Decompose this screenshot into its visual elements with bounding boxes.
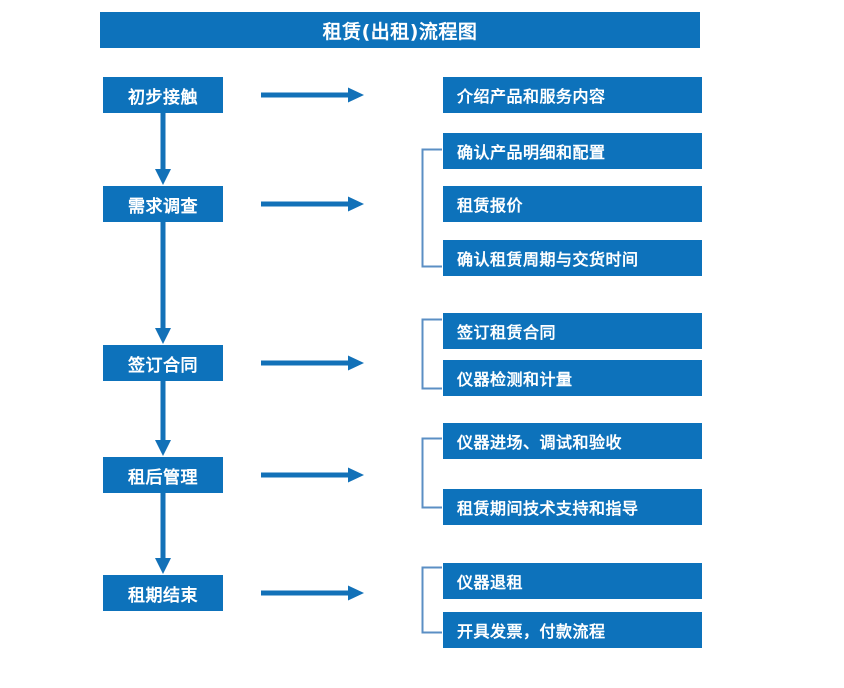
stage-box-rental-end[interactable]: 租期结束 [103, 575, 223, 611]
bracket-left-icon-rental-end [421, 566, 443, 634]
arrow-right-icon-demand-survey [261, 193, 365, 215]
arrow-down-icon-survey-to-contract [152, 222, 174, 345]
arrow-down-icon-management-to-end [152, 493, 174, 575]
detail-box-instrument-return[interactable]: 仪器退租 [443, 563, 702, 599]
arrow-down-icon-contact-to-survey [152, 113, 174, 186]
arrow-down-icon-contract-to-management [152, 381, 174, 457]
arrow-right-icon-sign-contract [261, 352, 365, 374]
arrow-right-icon-rental-end [261, 582, 365, 604]
arrow-right-icon-initial-contact [261, 84, 365, 106]
detail-box-invoice-payment[interactable]: 开具发票，付款流程 [443, 612, 702, 648]
bracket-left-icon-post-rental-management [421, 437, 443, 509]
stage-box-demand-survey[interactable]: 需求调查 [103, 186, 223, 222]
detail-box-instrument-entry-commissioning[interactable]: 仪器进场、调试和验收 [443, 423, 702, 459]
detail-box-confirm-rental-period[interactable]: 确认租赁周期与交货时间 [443, 240, 702, 276]
detail-box-rental-quotation[interactable]: 租赁报价 [443, 186, 702, 222]
arrow-right-icon-post-rental-management [261, 464, 365, 486]
stage-box-initial-contact[interactable]: 初步接触 [103, 77, 223, 113]
page-title: 租赁(出租)流程图 [100, 12, 700, 48]
bracket-left-icon-sign-contract [421, 318, 443, 390]
detail-box-sign-rental-contract[interactable]: 签订租赁合同 [443, 313, 702, 349]
detail-box-instrument-inspection[interactable]: 仪器检测和计量 [443, 360, 702, 396]
bracket-left-icon-demand-survey [421, 148, 443, 268]
detail-box-introduce-products[interactable]: 介绍产品和服务内容 [443, 77, 702, 113]
stage-box-sign-contract[interactable]: 签订合同 [103, 345, 223, 381]
detail-box-technical-support[interactable]: 租赁期间技术支持和指导 [443, 489, 702, 525]
detail-box-confirm-product-details[interactable]: 确认产品明细和配置 [443, 133, 702, 169]
stage-box-post-rental-management[interactable]: 租后管理 [103, 457, 223, 493]
